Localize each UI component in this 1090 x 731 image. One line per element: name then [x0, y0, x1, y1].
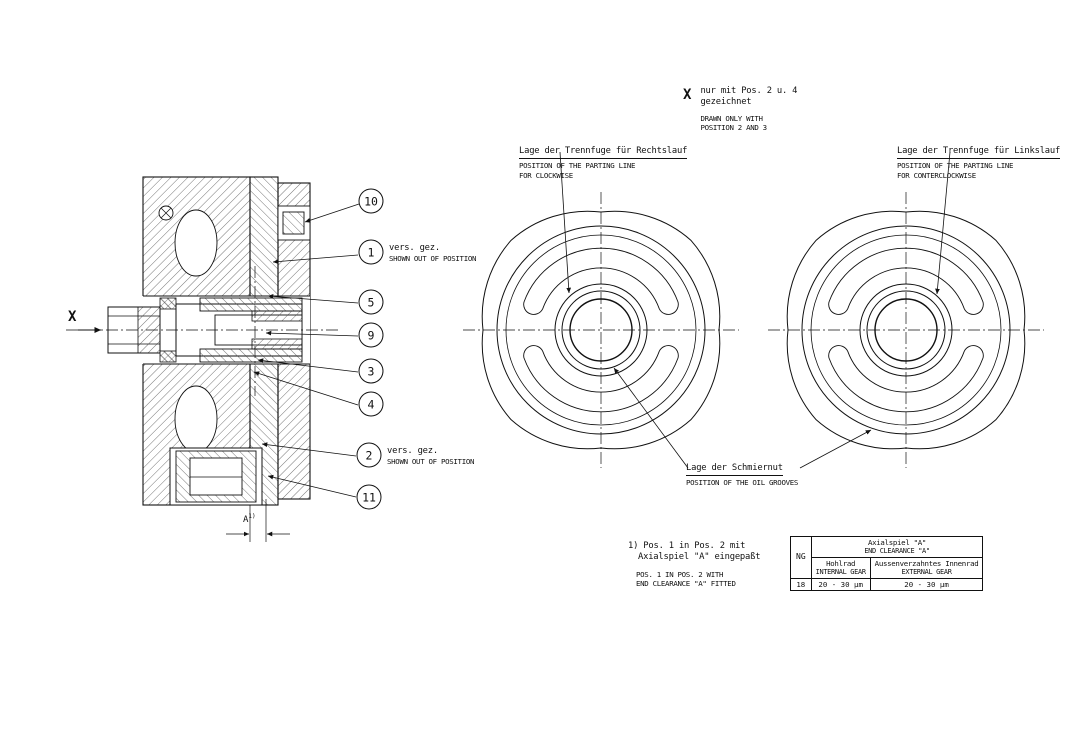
footnote-de-2: Axialspiel "A" eingepaßt: [638, 552, 761, 563]
x-note-de-1: nur mit Pos. 2 u. 4: [700, 86, 798, 96]
table-cell-external: 20 - 30 μm: [869, 577, 984, 592]
oil-grooves-en: POSITION OF THE OIL GROOVES: [686, 478, 799, 488]
table-title-row: NG Axialspiel "A" END CLEARANCE "A": [790, 536, 984, 579]
view-clockwise: [462, 191, 740, 469]
parting-line-counterclockwise-en-2: FOR CONTERCLOCKWISE: [897, 171, 976, 181]
balloon-1-note-en: SHOWN OUT OF POSITION: [389, 254, 477, 264]
parting-line-counterclockwise-en-1: POSITION OF THE PARTING LINE: [897, 161, 1014, 171]
balloon-2-note: vers. gez. SHOWN OUT OF POSITION: [387, 446, 474, 467]
x-note-de-2: gezeichnet: [700, 97, 752, 108]
footnote-en-2: END CLEARANCE "A" FITTED: [636, 579, 736, 589]
parting-line-clockwise-label: Lage der Trennfuge für Rechtslauf POSITI…: [519, 138, 687, 181]
balloon-leaders: [253, 203, 360, 498]
balloon-2: 2: [356, 442, 382, 468]
balloon-10-number: 10: [364, 194, 378, 208]
table-title-de: Axialspiel "A": [867, 538, 927, 547]
balloon-11: 11: [356, 484, 382, 510]
balloon-11-number: 11: [362, 490, 376, 504]
balloon-10: 10: [358, 188, 384, 214]
table-col-internal-header: Hohlrad INTERNAL GEAR: [810, 556, 871, 579]
end-clearance-table: NG Axialspiel "A" END CLEARANCE "A" Hohl…: [790, 536, 984, 592]
footnote-en-1: POS. 1 IN POS. 2 WITH: [636, 569, 724, 579]
view-counterclockwise: [767, 191, 1045, 469]
dimension-a-footref: 1): [248, 513, 256, 520]
section-marker-x: X: [68, 309, 77, 325]
balloon-1-number: 1: [367, 245, 375, 259]
oil-grooves-label: Lage der Schmiernut POSITION OF THE OIL …: [686, 455, 798, 488]
table-cell-ng: 18: [790, 577, 812, 592]
table-subheader-row: Hohlrad INTERNAL GEAR Aussenverzahntes I…: [791, 556, 984, 579]
section-cut-view: [66, 176, 340, 506]
parting-line-counterclockwise-de: Lage der Trennfuge für Linkslauf: [897, 146, 1060, 160]
balloon-3: 3: [358, 358, 384, 384]
parting-line-clockwise-en-1: POSITION OF THE PARTING LINE: [519, 161, 636, 171]
balloon-9: 9: [358, 322, 384, 348]
balloon-2-note-de: vers. gez.: [387, 446, 438, 456]
x-reference-text: nur mit Pos. 2 u. 4 gezeichnet DRAWN ONL…: [700, 86, 797, 133]
table-col-internal-de: Hohlrad: [826, 558, 856, 568]
balloon-2-number: 2: [365, 448, 373, 462]
table-title-en: END CLEARANCE "A": [864, 547, 930, 556]
balloon-5: 5: [358, 289, 384, 315]
balloon-4: 4: [358, 391, 384, 417]
table-cell-internal: 20 - 30 μm: [810, 577, 871, 592]
table-col-external-header: Aussenverzahntes Innenrad EXTERNAL GEAR: [869, 556, 984, 579]
footnote: 1) Pos. 1 in Pos. 2 mit Axialspiel "A" e…: [628, 541, 761, 589]
balloon-1: 1: [358, 239, 384, 265]
x-reference-symbol: X: [683, 87, 692, 103]
x-note-en-2: POSITION 2 AND 3: [700, 123, 767, 133]
balloon-2-note-en: SHOWN OUT OF POSITION: [387, 457, 475, 467]
parting-line-clockwise-de: Lage der Trennfuge für Rechtslauf: [519, 146, 687, 160]
balloon-1-note: vers. gez. SHOWN OUT OF POSITION: [389, 243, 476, 264]
dimension-a: [226, 499, 290, 542]
x-note-en-1: DRAWN ONLY WITH: [700, 113, 763, 123]
table-col-internal-en: INTERNAL GEAR: [815, 568, 866, 577]
oil-grooves-de: Lage der Schmiernut: [686, 463, 783, 477]
table-col-external-en: EXTERNAL GEAR: [901, 568, 952, 577]
balloon-3-number: 3: [367, 364, 375, 378]
dimension-a-label: A1): [243, 513, 256, 527]
table-data-row: 18 20 - 30 μm 20 - 30 μm: [790, 577, 984, 592]
dimension-a-letter: A: [243, 515, 249, 525]
balloon-9-number: 9: [367, 328, 375, 342]
annotation-leaders: [559, 151, 951, 469]
balloon-1-note-de: vers. gez.: [389, 243, 440, 253]
table-col-external-de: Aussenverzahntes Innenrad: [874, 558, 979, 568]
footnote-de-1: 1) Pos. 1 in Pos. 2 mit: [628, 541, 746, 551]
x-reference-note: X nur mit Pos. 2 u. 4 gezeichnet DRAWN O…: [683, 86, 797, 133]
table-title-cell: Axialspiel "A" END CLEARANCE "A": [810, 536, 984, 558]
parting-line-counterclockwise-label: Lage der Trennfuge für Linkslauf POSITIO…: [897, 138, 1060, 181]
table-header-ng: NG: [790, 536, 812, 579]
balloon-5-number: 5: [367, 295, 375, 309]
parting-line-clockwise-en-2: FOR CLOCKWISE: [519, 171, 573, 181]
balloon-4-number: 4: [367, 397, 375, 411]
